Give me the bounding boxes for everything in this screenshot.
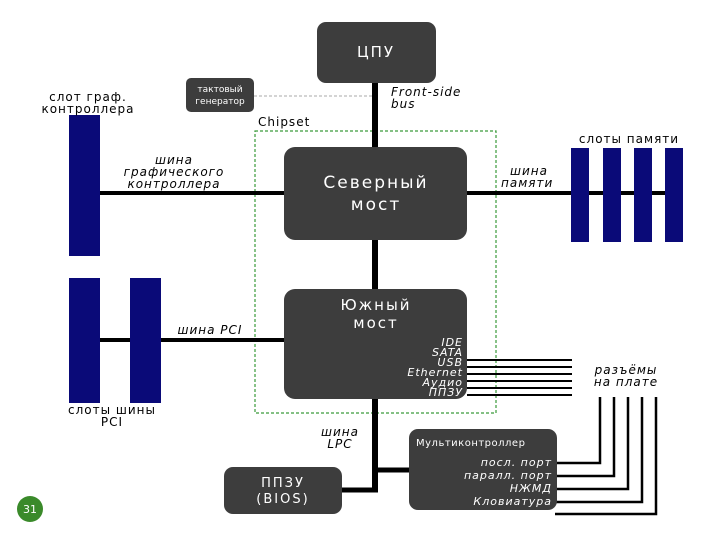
south-bridge-interfaces: IDE SATA USB Ethernet Аудио ППЗУ [407,336,464,399]
bios-label-1: ППЗУ [261,476,305,491]
sb-interface: USB [437,356,463,369]
north-bridge-label-2: мост [351,195,401,215]
gfx-bus-label-3: контроллера [127,177,220,191]
bios-label-2: (BIOS) [256,492,309,507]
pci-slots-label-1: слоты шины [68,403,156,417]
multicontroller-box [409,429,557,510]
sb-interface: Аудио [421,376,463,389]
south-bridge-box [284,289,467,399]
sb-interface: SATA [432,346,463,359]
south-bridge-label-1: Южный [340,296,411,314]
graphics-slot [69,115,100,256]
gfx-bus-label-1: шина [155,153,193,167]
chipset-label: Chipset [258,115,310,129]
multicontroller-title: Мультиконтроллер [416,438,525,449]
mc-item: паралл. порт [464,469,552,482]
sb-interface: Ethernet [407,366,463,379]
memory-slot-4 [665,148,683,242]
mc-item: посл. порт [481,456,552,469]
sb-interface: ППЗУ [429,386,464,399]
gfx-bus-label-2: графического [124,165,225,179]
north-bridge-label-1: Северный [323,173,428,193]
clock-gen-label-2: генератор [195,97,245,107]
north-bridge-box [284,147,467,240]
onboard-label-2: на плате [594,375,658,389]
memory-slot-1 [571,148,589,242]
onboard-lines [467,359,572,396]
cpu-label: ЦПУ [357,43,395,61]
mem-slots-label: слоты памяти [579,132,679,146]
mc-item: Мышь [513,508,552,521]
clock-gen-label-1: тактовый [197,85,242,95]
lpc-bus-label-1: шина [321,425,359,439]
fsb-label-1: Front-side [391,85,461,99]
pci-slots-label-2: PCI [101,415,123,429]
memory-slot-3 [634,148,652,242]
gfx-slot-label-2: контроллера [41,102,134,116]
cpu-box [317,22,436,83]
bios-box [224,467,342,514]
mem-bus-label-2: памяти [501,176,553,190]
lpc-bus-label-2: LPC [327,437,352,451]
multicontroller-lines [555,397,658,516]
pci-slot-2 [130,278,161,403]
south-bridge-label-2: мост [353,314,398,332]
gfx-slot-label-1: слот граф. [49,90,127,104]
mc-item: НЖМД [510,482,552,495]
pci-slot-1 [69,278,100,403]
fsb-label-2: bus [391,97,415,111]
mc-item: Кловиатура [473,495,552,508]
pci-bus-label: шина PCI [178,323,243,337]
multicontroller-items: посл. порт паралл. порт НЖМД Кловиатура … [464,456,552,521]
mem-bus-label-1: шина [510,164,548,178]
onboard-label-1: разъёмы [594,363,658,377]
page-number-badge: 31 [17,496,43,522]
memory-slot-2 [603,148,621,242]
clock-generator-box [186,78,254,112]
sb-interface: IDE [441,336,463,349]
